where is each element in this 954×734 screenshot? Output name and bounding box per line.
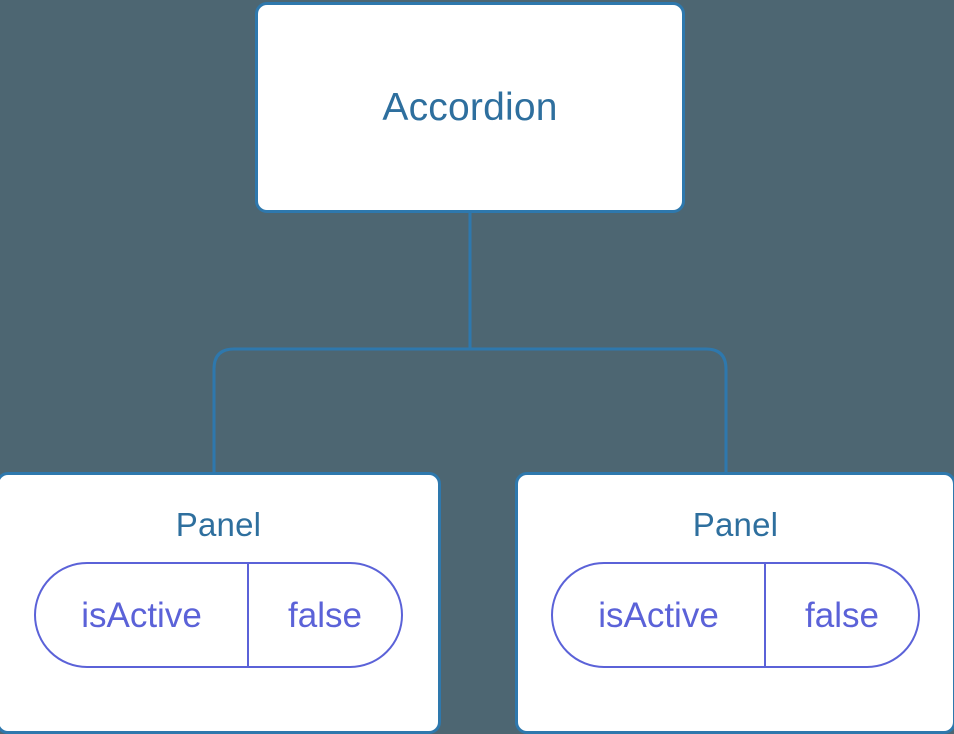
connector-bus [212,347,728,478]
state-badge[interactable]: isActive false [551,562,920,668]
node-title: Panel [692,506,779,543]
node-title: Panel [175,506,262,543]
state-badge[interactable]: isActive false [34,562,403,668]
node-panel-2[interactable]: Panel isActive false [515,472,954,734]
node-accordion[interactable]: Accordion [255,2,685,213]
node-title: Accordion [382,86,558,129]
state-value: false [805,595,879,635]
state-value: false [288,595,362,635]
state-key: isActive [553,564,766,666]
node-panel-1[interactable]: Panel isActive false [0,472,441,734]
state-key: isActive [36,564,249,666]
